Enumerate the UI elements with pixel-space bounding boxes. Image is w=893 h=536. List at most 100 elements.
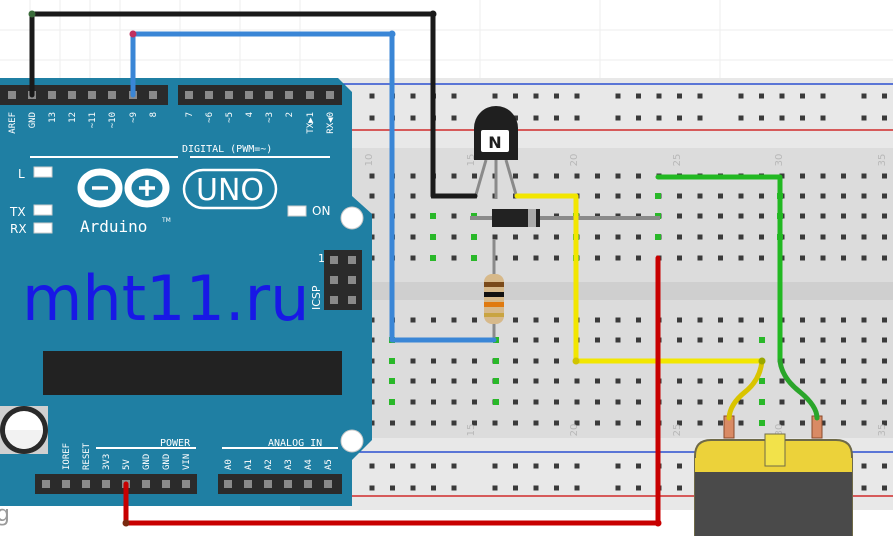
breadboard-hole [861,358,867,364]
rail-hole [615,485,621,491]
center-channel [300,282,893,300]
breadboard-hole [451,378,457,384]
rail-hole [533,115,539,121]
header-pin [142,480,150,488]
header-pin [162,480,170,488]
rail-hole [554,115,559,121]
breadboard-hole [677,234,682,240]
rail-hole [636,485,641,491]
breadboard-hole [779,420,785,426]
breadboard-hole [882,193,887,199]
breadboard-hole [800,317,805,323]
breadboard-hole [718,399,723,405]
icsp-pin [348,296,356,304]
rail-hole [697,115,703,121]
breadboard-hole [861,378,867,384]
icsp-pin [348,256,356,264]
header-pin [62,480,70,488]
led-rx-label: RX [10,222,27,236]
rail-hole [369,93,375,99]
icsp-header [324,250,362,310]
column-number: 30 [774,424,785,437]
breadboard-hole [841,255,846,261]
breadboard-hole [533,255,539,261]
breadboard-hole [472,378,477,384]
breadboard-hole [738,213,744,219]
connected-hole [389,399,395,405]
rail-hole [431,485,436,491]
header-pin [8,91,16,99]
header-pin [149,91,157,99]
breadboard-hole [841,358,846,364]
rail-hole [800,93,805,99]
pin-label: GND [28,112,38,128]
rail-hole [513,463,518,469]
breadboard-hole [472,317,477,323]
breadboard-hole [718,317,723,323]
rail-hole [861,93,867,99]
breadboard-hole [595,173,600,179]
breadboard-hole [841,337,846,343]
breadboard-hole [820,378,826,384]
breadboard-hole [841,420,846,426]
wire-red-5v [123,255,661,526]
breadboard-hole [492,420,498,426]
breadboard-hole [861,255,867,261]
breadboard-hole [431,399,436,405]
column-number: 35 [877,154,888,167]
led-l-label: L [18,167,25,181]
wire-endpoints [28,10,766,527]
breadboard-hole [882,358,887,364]
rail-hole [410,93,416,99]
breadboard-hole [738,255,744,261]
breadboard-hole [451,255,457,261]
rail-hole [636,93,641,99]
rail-hole [882,485,887,491]
breadboard-hole [554,378,559,384]
breadboard-hole [861,193,867,199]
breadboard-hole [369,173,375,179]
breadboard-hole [820,358,826,364]
breadboard-hole [677,399,682,405]
breadboard-hole [677,317,682,323]
wires [29,11,820,526]
breadboard-hole [800,399,805,405]
breadboard-hole [718,213,723,219]
led-tx-label: TX [9,205,26,219]
rail-hole [656,115,662,121]
header-pin [102,480,110,488]
rail-hole [738,115,744,121]
breadboard-hole [615,420,621,426]
watermark-text: mht11.ru [22,262,309,335]
pin-label: TX▶1 [306,112,316,134]
breadboard-hole [800,255,805,261]
breadboard-hole [718,378,723,384]
breadboard-hole [410,358,416,364]
breadboard-hole [636,255,641,261]
breadboard-hole [451,358,457,364]
breadboard-hole [636,234,641,240]
led-tx [33,204,53,216]
breadboard-hole [595,337,600,343]
header-pin [326,91,334,99]
breadboard-hole [882,173,887,179]
breadboard-hole [410,420,416,426]
breadboard-hole [492,234,498,240]
breadboard-hole [861,317,867,323]
rail-hole [410,485,416,491]
header-pin [244,480,252,488]
pin-label: A5 [324,459,334,470]
breadboard-hole [636,378,641,384]
breadboard-hole [410,173,416,179]
breadboard-hole [697,193,703,199]
rail-hole [574,463,580,469]
pin-label: ~6 [205,112,215,123]
rail-hole [574,485,580,491]
rail-hole [800,115,805,121]
led-rx [33,222,53,234]
rail-hole [451,485,457,491]
breadboard-hole [677,420,682,426]
connected-hole [655,193,661,199]
